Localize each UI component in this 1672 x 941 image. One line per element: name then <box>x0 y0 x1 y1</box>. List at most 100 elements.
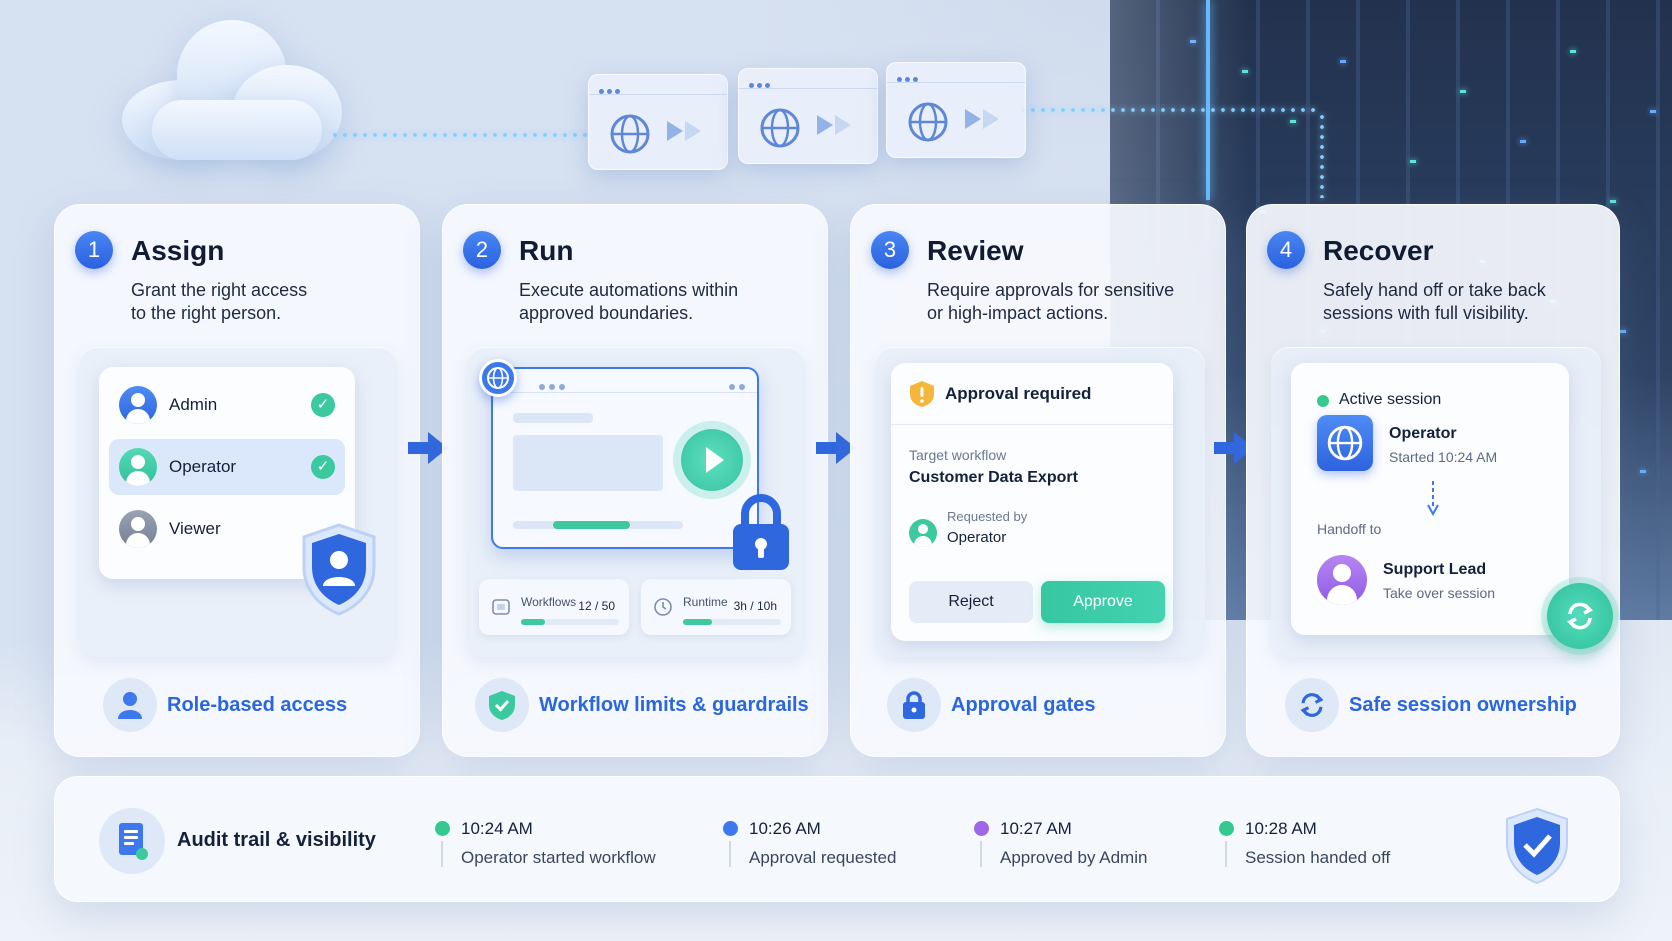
step-number: 2 <box>463 231 501 269</box>
avatar <box>119 510 157 548</box>
approval-dialog: Approval required Target workflow Custom… <box>891 363 1173 641</box>
refresh-icon <box>1285 678 1339 732</box>
stat-label: Workflows <box>521 595 577 609</box>
event-text: Session handed off <box>1245 848 1391 867</box>
session-panel: Active session Operator Started 10:24 AM… <box>1271 347 1613 657</box>
cloud-icon <box>122 20 342 160</box>
connection-line <box>330 133 590 137</box>
role-name: Admin <box>169 395 218 414</box>
step-title: Recover <box>1323 235 1434 266</box>
step-card-recover: 4 Recover Safely hand off or take back s… <box>1246 204 1620 757</box>
event-line <box>441 841 443 867</box>
role-option-operator[interactable]: Operator ✓ <box>109 439 345 495</box>
role-option-admin[interactable]: Admin ✓ <box>109 377 345 433</box>
target-value: Customer Data Export <box>909 469 1078 486</box>
workflow-icon <box>492 599 510 615</box>
server-light <box>1460 90 1466 93</box>
connection-line <box>1018 108 1318 112</box>
role-option-viewer[interactable]: Viewer <box>109 501 345 557</box>
description-line: Safely hand off or take back <box>1323 280 1546 300</box>
approve-button[interactable]: Approve <box>1041 581 1165 623</box>
lock-icon <box>887 678 941 732</box>
handoff-label: Handoff to <box>1317 521 1382 537</box>
globe-icon <box>479 359 517 397</box>
step-description: Grant the right access to the right pers… <box>131 279 431 325</box>
audit-title: Audit trail & visibility <box>177 829 376 851</box>
server-light <box>1610 200 1616 203</box>
step-description: Safely hand off or take back sessions wi… <box>1323 279 1623 325</box>
step-card-run: 2 Run Execute automations within approve… <box>442 204 828 757</box>
approval-header: Approval required <box>891 363 1173 425</box>
event-line <box>729 841 731 867</box>
document-icon <box>99 808 165 874</box>
step-card-assign: 1 Assign Grant the right access to the r… <box>54 204 420 757</box>
play-button[interactable] <box>681 429 743 491</box>
description-line: approved boundaries. <box>519 303 694 323</box>
refresh-icon <box>1567 602 1593 630</box>
avatar <box>909 519 937 547</box>
server-light <box>1620 330 1626 333</box>
lock-icon <box>733 494 789 570</box>
window-dots <box>539 377 569 395</box>
browser-window-icon <box>886 62 1026 158</box>
server-light <box>1650 110 1656 113</box>
handoff-swap-button[interactable] <box>1547 583 1613 649</box>
event-dot <box>435 821 450 836</box>
event-time: 10:28 AM <box>1245 819 1317 838</box>
role-name: Operator <box>169 457 237 476</box>
role-panel: Admin ✓ Operator ✓ Viewer <box>79 347 397 657</box>
footer-label: Approval gates <box>951 693 1096 716</box>
browser-window-icon <box>588 74 728 170</box>
role-name: Viewer <box>169 519 221 538</box>
event-time: 10:24 AM <box>461 819 533 838</box>
stat-value: 12 / 50 <box>578 599 615 613</box>
step-footer: Workflow limits & guardrails <box>475 675 809 735</box>
step-description: Execute automations within approved boun… <box>519 279 819 325</box>
stat-label: Runtime <box>683 595 728 609</box>
session-started: Started 10:24 AM <box>1389 449 1498 465</box>
description-line: sessions with full visibility. <box>1323 303 1529 323</box>
step-footer: Role-based access <box>103 675 347 735</box>
content-placeholder <box>513 413 593 423</box>
session-status: Active session <box>1339 391 1442 408</box>
shield-check-icon <box>475 678 529 732</box>
footer-label: Workflow limits & guardrails <box>539 693 809 716</box>
progress-bar <box>513 521 683 529</box>
step-card-review: 3 Review Require approvals for sensitive… <box>850 204 1226 757</box>
step-number: 3 <box>871 231 909 269</box>
server-light <box>1570 50 1576 53</box>
event-dot <box>1219 821 1234 836</box>
description-line: or high-impact actions. <box>927 303 1109 323</box>
avatar <box>119 448 157 486</box>
step-title: Review <box>927 235 1024 266</box>
user-shield-icon <box>302 523 376 616</box>
description-line: to the right person. <box>131 303 282 323</box>
step-description: Require approvals for sensitive or high-… <box>927 279 1227 325</box>
warning-shield-icon <box>910 380 934 407</box>
event-text: Approval requested <box>749 848 897 867</box>
event-dot <box>723 821 738 836</box>
clock-icon <box>654 598 672 616</box>
globe-icon <box>1317 415 1373 471</box>
avatar <box>1317 555 1367 605</box>
description-line: Require approvals for sensitive <box>927 280 1175 300</box>
content-placeholder <box>513 435 663 491</box>
step-footer: Safe session ownership <box>1285 675 1577 735</box>
step-title: Assign <box>131 235 225 266</box>
arrow-right-icon <box>816 432 856 464</box>
event-text: Approved by Admin <box>1000 848 1148 867</box>
window-dots <box>729 377 749 395</box>
event-line <box>1225 841 1227 867</box>
reject-button[interactable]: Reject <box>909 581 1033 623</box>
arrow-right-icon <box>408 432 448 464</box>
server-light <box>1340 60 1346 63</box>
requested-value: Operator <box>947 529 1007 546</box>
stat-workflows: Workflows 12 / 50 <box>479 579 629 635</box>
arrow-down-icon <box>1427 481 1439 517</box>
session-card: Active session Operator Started 10:24 AM… <box>1291 363 1569 635</box>
event-dot <box>974 821 989 836</box>
event-time: 10:26 AM <box>749 819 821 838</box>
stat-bar <box>521 619 619 625</box>
description-line: Grant the right access <box>131 280 308 300</box>
event-line <box>980 841 982 867</box>
